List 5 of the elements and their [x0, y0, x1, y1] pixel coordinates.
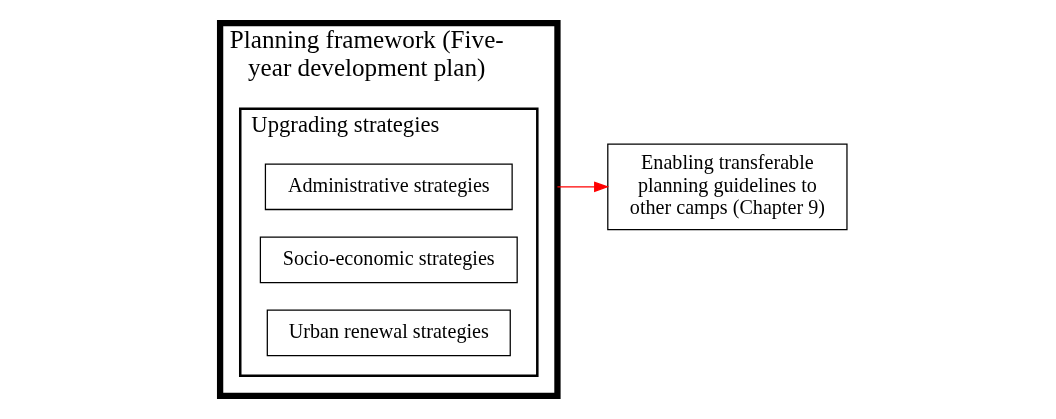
- node-box: Socio-economic strategies: [259, 236, 518, 284]
- node-box: Urban renewal strategies: [266, 309, 511, 357]
- arrow: [556, 181, 609, 193]
- node-box: Administrative strategies: [264, 163, 513, 211]
- node-box: Enabling transferable planning guidelines to other camps (Chapter 9): [606, 143, 848, 231]
